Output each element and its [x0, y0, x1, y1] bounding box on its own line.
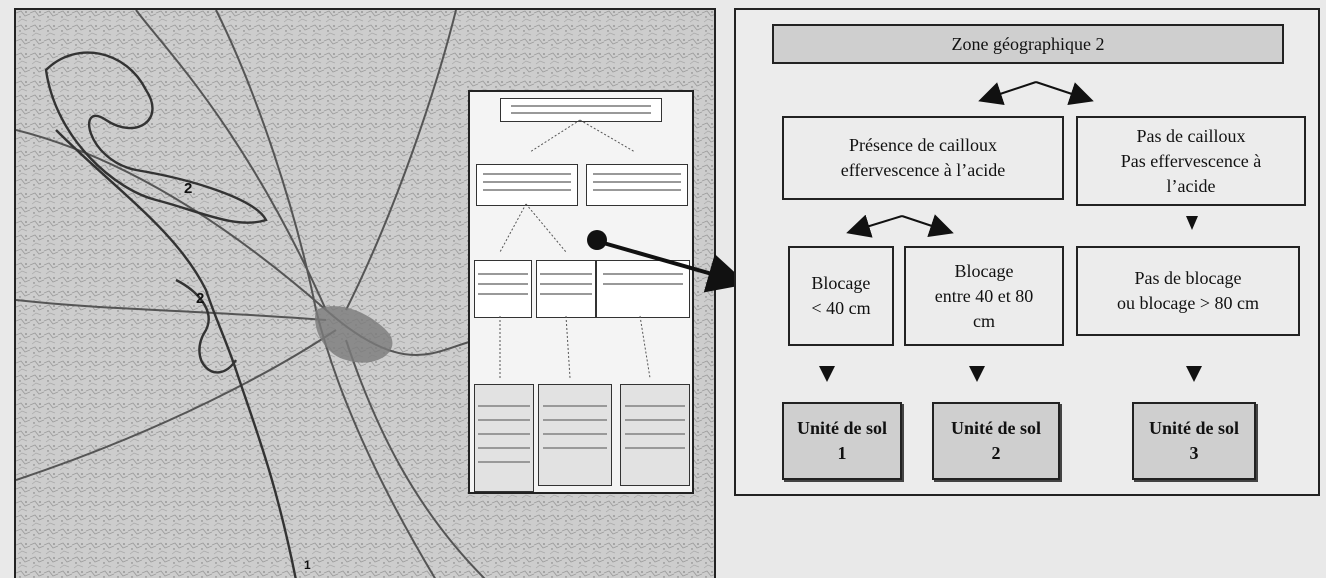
inset-unit-block: [474, 384, 534, 492]
soil-unit-1-text: Unité de sol 1: [797, 418, 887, 463]
diagram-arrows: [819, 81, 1202, 382]
blocage-40-80-box: Blocage entre 40 et 80 cm: [904, 246, 1064, 346]
map-zone-label: 2: [184, 180, 193, 197]
map-panel: 2 2 1: [14, 8, 716, 578]
inset-unit-block: [620, 384, 690, 486]
inset-branch-block: [586, 164, 688, 206]
soil-unit-2-text: Unité de sol 2: [951, 418, 1041, 463]
down-triangle-unit2: [969, 366, 985, 382]
inset-branch-block: [476, 164, 578, 206]
arrow-right-mid: [901, 214, 954, 238]
soil-unit-3-text: Unité de sol 3: [1149, 418, 1239, 463]
diagram-panel: Zone géographique 2 Présence de cailloux…: [734, 8, 1320, 496]
map-zone-label: 1: [304, 558, 311, 572]
branch-cailloux-text: Présence de cailloux effervescence à l’a…: [840, 135, 1006, 180]
inset-blocage-block: [474, 260, 532, 318]
blocage-none-box: Pas de blocage ou blocage > 80 cm: [1076, 246, 1300, 336]
blocage-lt40-box: Blocage < 40 cm: [788, 246, 894, 346]
down-triangle-right-top: [1186, 216, 1198, 230]
branch-no-cailloux-text: Pas de cailloux Pas effervescence à l’ac…: [1120, 125, 1262, 196]
soil-unit-2-box: Unité de sol 2: [932, 402, 1060, 480]
branch-no-cailloux-box: Pas de cailloux Pas effervescence à l’ac…: [1076, 116, 1306, 206]
arrow-left-top: [978, 81, 1037, 106]
blocage-lt40-text: Blocage < 40 cm: [811, 273, 871, 318]
inset-blocage-block: [536, 260, 596, 318]
soil-unit-3-box: Unité de sol 3: [1132, 402, 1256, 480]
down-triangle-unit3: [1186, 366, 1202, 382]
map-zone-label: 2: [196, 290, 205, 307]
blocage-40-80-text: Blocage entre 40 et 80 cm: [934, 260, 1034, 331]
arrow-left-mid: [846, 214, 903, 238]
inset-arrows: [499, 119, 651, 379]
soil-unit-1-box: Unité de sol 1: [782, 402, 902, 480]
zone-title-box: Zone géographique 2: [772, 24, 1284, 64]
branch-cailloux-box: Présence de cailloux effervescence à l’a…: [782, 116, 1064, 200]
inset-title-block: [500, 98, 662, 122]
down-triangle-unit1: [819, 366, 835, 382]
inset-unit-block: [538, 384, 612, 486]
zone-title: Zone géographique 2: [951, 33, 1105, 54]
blocage-none-text: Pas de blocage ou blocage > 80 cm: [1116, 268, 1260, 313]
inset-flowchart: [468, 90, 694, 494]
arrow-right-top: [1035, 81, 1094, 106]
